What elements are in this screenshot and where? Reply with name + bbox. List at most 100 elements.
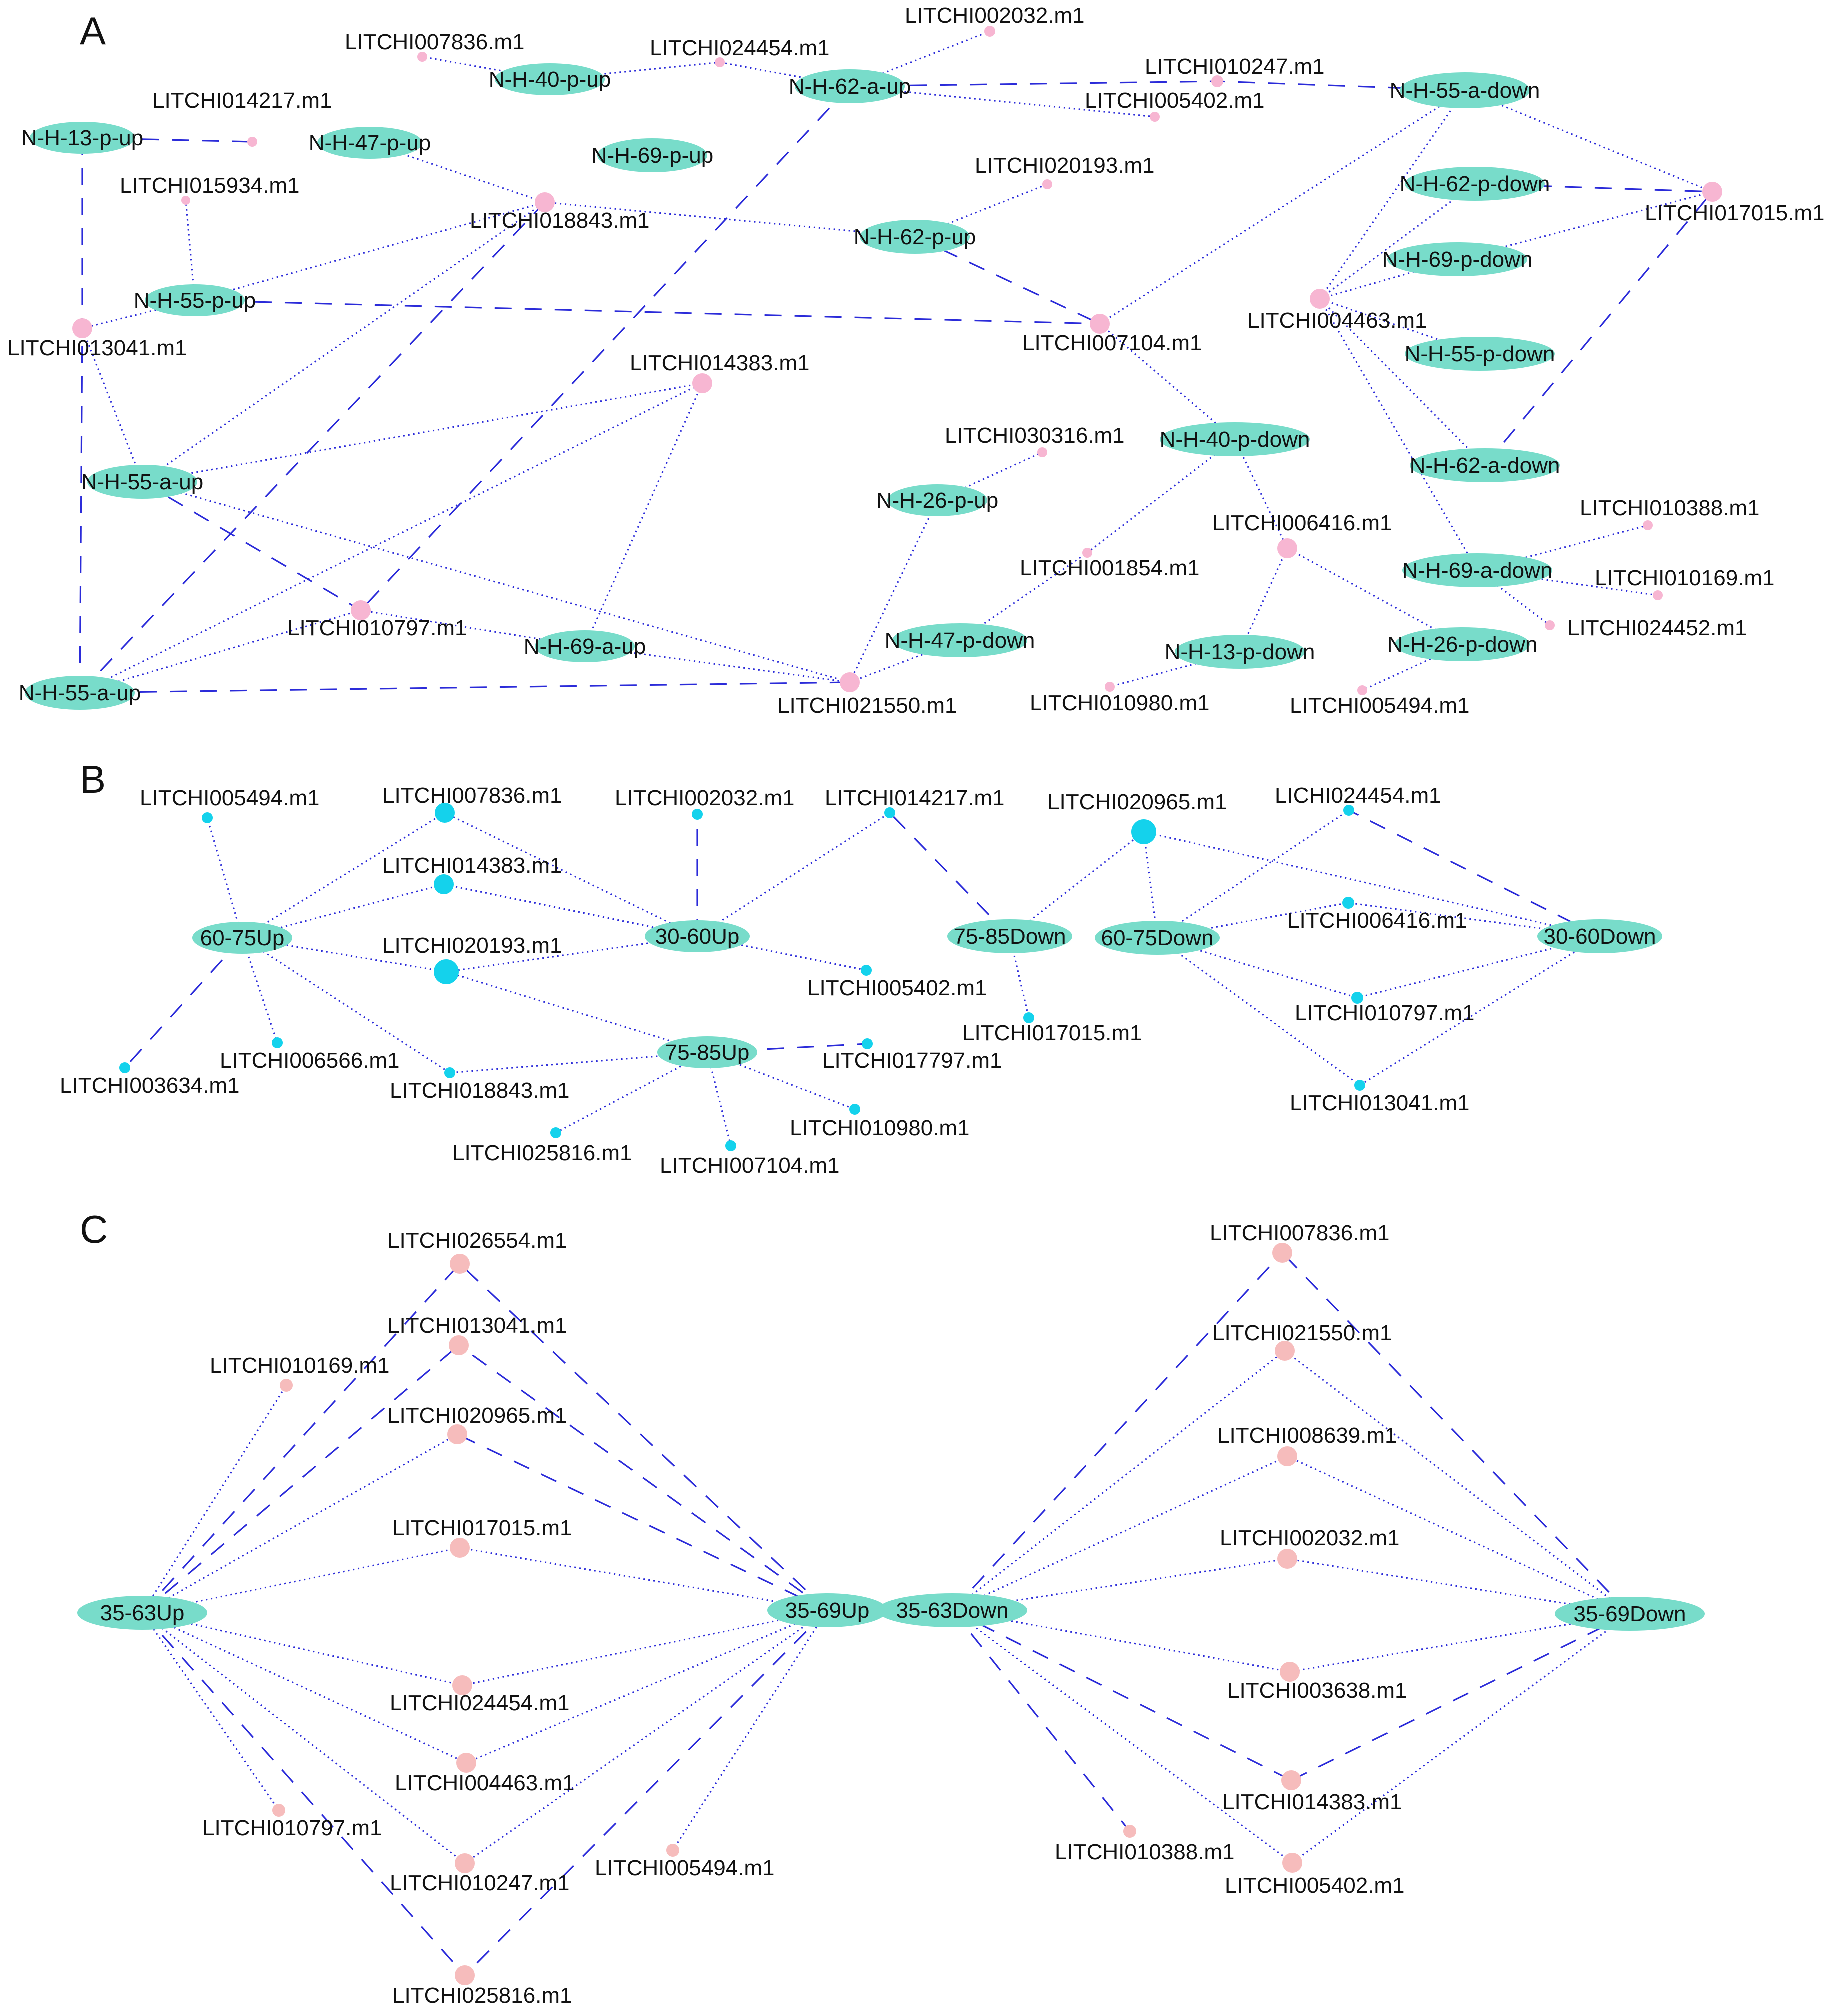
hub-label: N-H-62-p-down [1400,172,1550,196]
network-edge [697,812,890,937]
hub-node [1410,448,1560,482]
gene-node [120,1062,130,1073]
hub-node [878,1593,1028,1627]
network-edge [242,937,278,1043]
network-edge [1319,298,1486,466]
gene-node [884,807,896,818]
panel-a-letter: A [80,9,106,53]
panel-c-nodes: LITCHI026554.m1LITCHI013041.m1LITCHI0101… [78,1221,1705,2008]
gene-node [1105,682,1115,692]
hub-label: N-H-40-p-down [1160,427,1310,452]
network-edge [914,183,1048,238]
hub-node [78,1596,208,1630]
hub-label: N-H-13-p-up [22,126,144,150]
gene-node [455,1853,475,1873]
gene-node [456,1753,476,1773]
hub-label: N-H-62-a-down [1410,453,1560,478]
hub-label: N-H-62-p-up [854,225,976,249]
hub-node [25,676,135,710]
hub-node [892,623,1028,657]
hub-label: 35-63Down [896,1598,1008,1623]
gene-node [434,874,454,894]
hub-node [645,920,750,952]
hub-node [535,630,635,662]
gene-label: LITCHI017797.m1 [822,1048,1002,1073]
gene-node [535,192,555,212]
gene-label: LITCHI002032.m1 [1220,1526,1400,1550]
hub-node [598,138,708,172]
gene-label: LITCHI005494.m1 [1290,693,1470,718]
network-edge [1320,183,1476,300]
gene-label: LITCHI001854.m1 [1020,556,1200,580]
gene-node [692,373,712,393]
network-edge [937,451,1043,501]
gene-label: LITCHI005402.m1 [1225,1873,1405,1898]
network-edge [206,817,244,938]
gene-label: LITCHI020965.m1 [388,1403,568,1428]
gene-node [182,196,190,205]
gene-node [840,672,860,692]
hub-label: 35-63Up [100,1601,185,1625]
gene-node [1278,1446,1298,1466]
hub-node [1405,167,1545,201]
hub-node [795,69,905,103]
gene-node [450,1254,470,1274]
gene-label: LITCHI006416.m1 [1212,511,1392,535]
gene-node [1342,897,1354,909]
network-edge [185,200,196,301]
network-edge [242,937,450,1074]
network-edge [697,935,867,971]
hub-node [1538,919,1662,953]
network-edge [1348,809,1600,937]
network-edge [142,201,546,483]
network-edge [849,500,938,683]
hub-label: N-H-40-p-up [489,67,612,92]
gene-node [984,26,996,37]
network-edge [79,328,84,693]
gene-label: LITCHI008639.m1 [1218,1423,1398,1448]
hub-label: 60-75Down [1101,926,1214,950]
hub-label: N-H-13-p-down [1165,640,1316,664]
gene-node [1653,590,1663,600]
hub-label: N-H-47-p-down [885,628,1036,653]
gene-node [1358,685,1368,695]
gene-node [1212,75,1224,87]
gene-node [1354,1080,1366,1091]
gene-node [861,965,872,976]
hub-node [860,220,970,254]
hub-label: 60-75Up [200,926,285,950]
network-edge [707,1043,868,1053]
hub-label: N-H-69-p-up [592,143,714,168]
gene-label: LITCHI005402.m1 [808,976,988,1000]
network-edge [1157,937,1360,1086]
gene-node [1310,289,1330,309]
gene-node [449,1335,469,1355]
hub-label: 30-60Down [1544,924,1656,949]
gene-node [1090,314,1110,334]
panel-a-edges [79,30,1714,694]
hub-node [1175,635,1305,669]
gene-label: LITCHI007104.m1 [1022,331,1202,355]
gene-node [1150,112,1160,122]
hub-label: 30-60Up [656,924,740,949]
hub-node [88,465,198,499]
network-edge [80,382,703,694]
gene-node [1545,620,1555,630]
gene-node [280,1379,293,1392]
hub-node [888,484,988,516]
gene-label: LITCHI010797.m1 [288,616,468,640]
network-edge [464,1609,828,1976]
network-edge [584,383,704,647]
network-edge [142,1263,461,1614]
gene-node [1272,1243,1292,1263]
gene-node [850,1104,860,1115]
network-edge [720,61,850,87]
gene-node [1278,538,1298,558]
gene-node [1082,548,1092,558]
hub-label: 75-85Up [666,1040,750,1065]
network-edge [556,1051,708,1134]
gene-label: LITCHI003634.m1 [60,1073,240,1098]
